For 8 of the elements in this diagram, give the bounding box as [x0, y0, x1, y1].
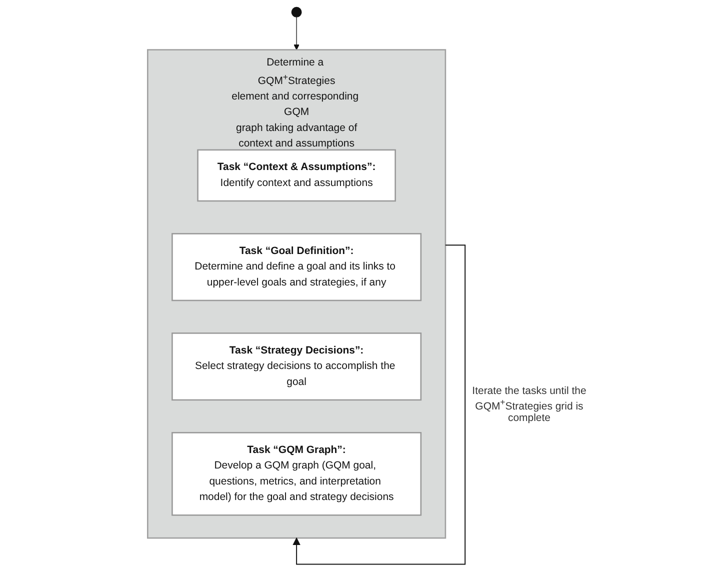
node-circle — [291, 6, 302, 18]
edge-label: Iterate the tasks until the GQM$^{+}$Strategies grid is complete — [471, 385, 588, 424]
node-box: Task “Strategy Decisions”: Select strategy decisions to accomplish the goal — [172, 332, 422, 401]
loop-arrow — [292, 244, 466, 565]
node-box: Task “Context & Assumptions”: Identify context and assumptions — [197, 149, 396, 202]
node-box: Task “GQM Graph”: Develop a GQM graph (GQM goal, questions, metrics, and interpretation model) for the goal and strategy decisions — [172, 432, 422, 516]
node-box: Task “Goal Definition”: Determine and define a goal and its links to upper-level goals and strategies, if any — [172, 233, 422, 302]
arrow — [294, 16, 300, 50]
